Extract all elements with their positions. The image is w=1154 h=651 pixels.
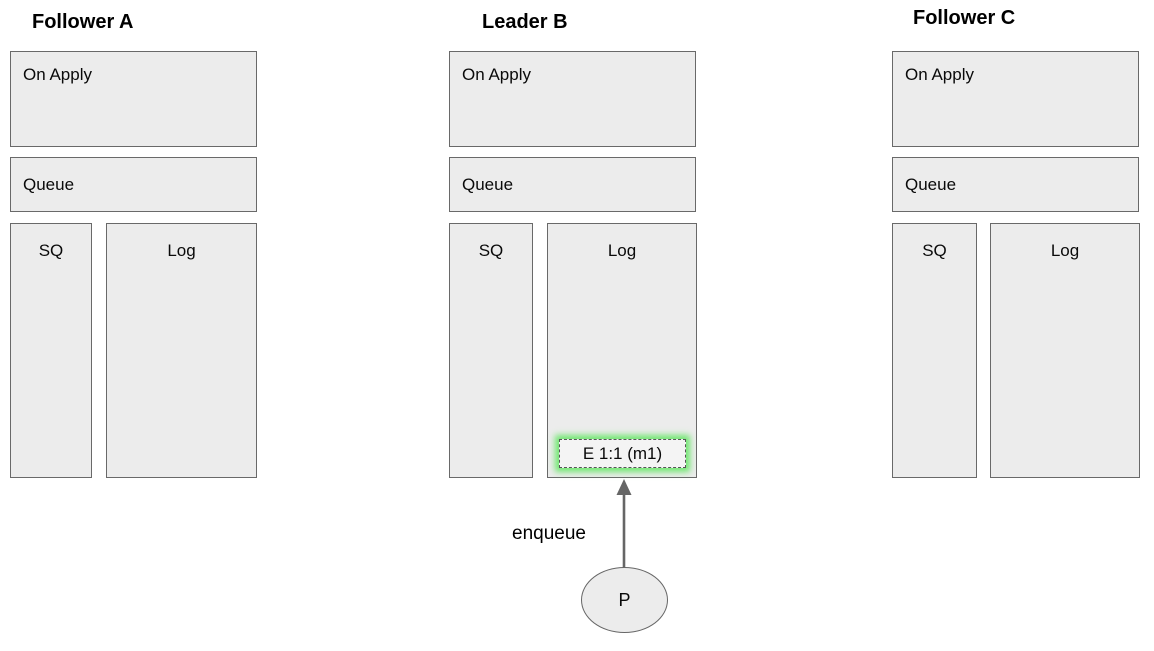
follower-c-log-label: Log [1050, 241, 1080, 260]
follower-c-sq-box: SQ [892, 223, 977, 478]
leader-b-on-apply-label: On Apply [462, 65, 531, 84]
column-title-leader-b: Leader B [482, 11, 568, 33]
leader-b-log-entry-highlighted: E 1:1 (m1) [559, 439, 686, 468]
follower-a-on-apply-label: On Apply [23, 65, 92, 84]
leader-b-queue-label: Queue [462, 174, 514, 194]
follower-c-on-apply-box: On Apply [892, 51, 1139, 147]
follower-a-sq-label: SQ [38, 241, 64, 260]
follower-c-queue-label: Queue [905, 174, 957, 194]
follower-c-on-apply-label: On Apply [905, 65, 974, 84]
follower-c-queue-box: Queue [892, 157, 1139, 212]
follower-c-log-box: Log [990, 223, 1140, 478]
producer-label: P [618, 589, 631, 610]
enqueue-arrow [616, 479, 632, 568]
enqueue-arrow-label: enqueue [512, 523, 586, 544]
leader-b-log-label: Log [607, 241, 637, 260]
column-title-follower-c: Follower C [913, 7, 1016, 29]
follower-c-sq-label: SQ [922, 241, 947, 260]
follower-a-log-box: Log [106, 223, 257, 478]
follower-a-sq-box: SQ [10, 223, 92, 478]
producer-node: P [581, 567, 668, 633]
follower-a-log-label: Log [167, 241, 196, 260]
follower-a-queue-box: Queue [10, 157, 257, 212]
follower-a-on-apply-box: On Apply [10, 51, 257, 147]
leader-b-on-apply-box: On Apply [449, 51, 696, 147]
follower-a-queue-label: Queue [23, 174, 75, 194]
leader-b-queue-box: Queue [449, 157, 696, 212]
leader-b-log-box: Log [547, 223, 697, 478]
column-title-follower-a: Follower A [32, 11, 134, 33]
leader-b-sq-label: SQ [478, 241, 504, 260]
leader-b-sq-box: SQ [449, 223, 533, 478]
